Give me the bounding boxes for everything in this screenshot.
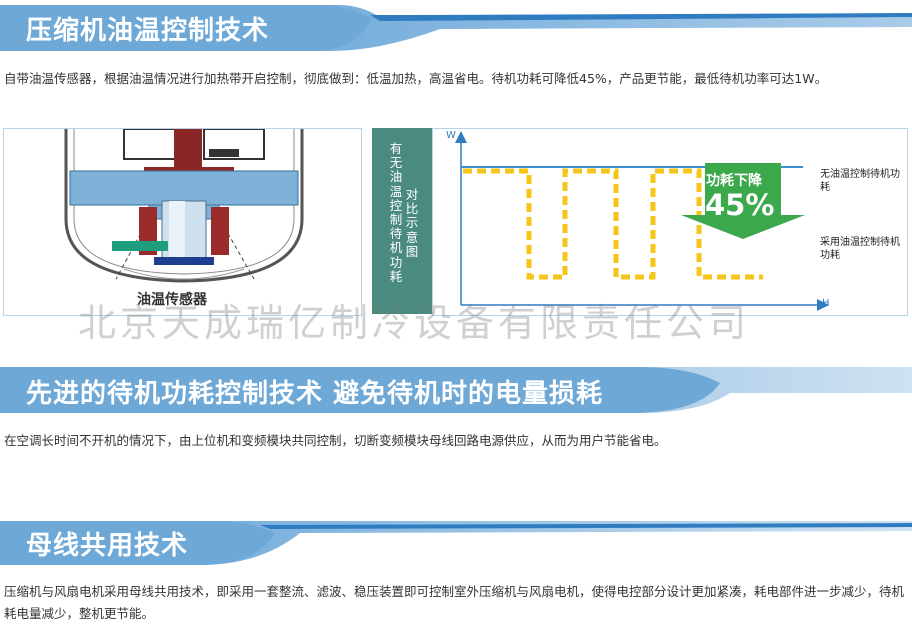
section3-title: 母线共用技术	[26, 531, 189, 561]
banner-shape	[0, 521, 912, 565]
compressor-diagram-panel: 油温传感器	[3, 128, 362, 316]
banner-shape	[0, 367, 912, 413]
oil-control-power-line	[463, 168, 763, 280]
power-reduction-arrow	[681, 163, 805, 239]
section1-paragraph: 自带油温传感器，根据油温情况进行加热带开启控制，彻底做到：低温加热，高温省电。待…	[4, 71, 828, 86]
side-label-column-1: 有无油温控制待机功耗	[389, 141, 403, 284]
chart-side-label: 有无油温控制待机功耗 对比示意图	[372, 128, 432, 314]
y-axis-label: W	[446, 130, 456, 141]
legend-no-control: 无油温控制待机功耗	[820, 169, 900, 193]
section3-banner: 母线共用技术	[0, 517, 912, 567]
oil-temperature-sensor-label: 油温传感器	[137, 292, 207, 308]
compressor-diagram	[64, 129, 304, 283]
section2-banner: 先进的待机功耗控制技术 避免待机时的电量损耗	[0, 363, 912, 413]
banner-shape	[0, 5, 912, 51]
section2-title: 先进的待机功耗控制技术 避免待机时的电量损耗	[26, 379, 604, 409]
side-label-column-2: 对比示意图	[405, 187, 419, 259]
section2-paragraph: 在空调长时间不开机的情况下，由上位机和变频模块共同控制，切断变频模块母线回路电源…	[4, 433, 667, 448]
legend-oil-control: 采用油温控制待机功耗	[820, 237, 900, 261]
power-reduction-badge-text: 功耗下降	[706, 173, 762, 189]
power-reduction-badge-value: 45%	[705, 188, 775, 222]
section1-banner: 压缩机油温控制技术	[0, 3, 912, 53]
x-axis-label: H	[822, 298, 830, 309]
power-comparison-chart	[455, 131, 829, 311]
power-comparison-chart-panel: W	[432, 128, 908, 316]
section1-title: 压缩机油温控制技术	[26, 16, 270, 46]
section3-paragraph: 压缩机与风扇电机采用母线共用技术，即采用一套整流、滤波、稳压装置即可控制室外压缩…	[4, 584, 905, 621]
